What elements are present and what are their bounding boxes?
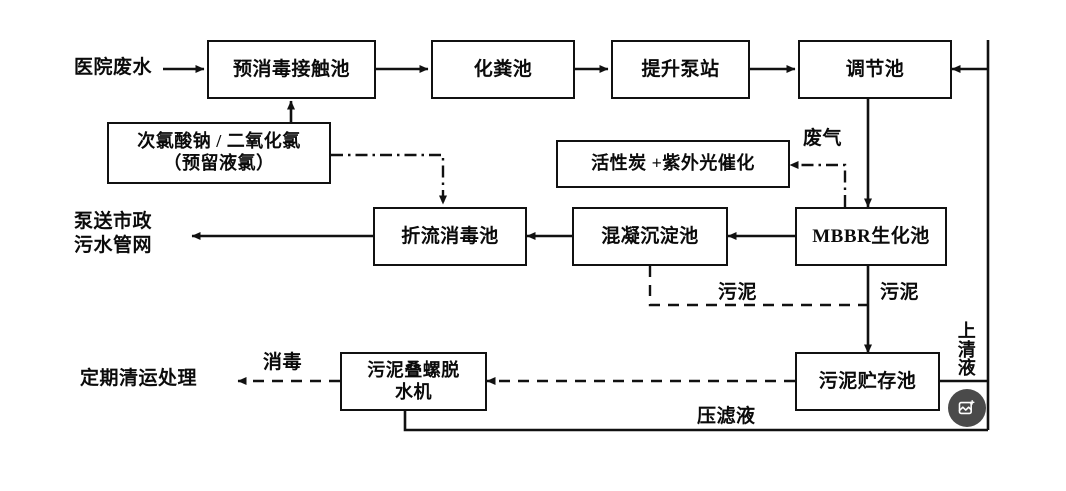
node-coagulation-sedimentation[interactable]: 混凝沉淀池: [572, 207, 728, 266]
edge-chemical-to-baffled: [331, 153, 447, 205]
edge-sludge-sedimentation-to-storage: [648, 266, 868, 307]
terminal-pump-to-municipal-sewer: 泵送市政 污水管网: [74, 211, 153, 256]
node-baffled-disinfection[interactable]: 折流消毒池: [373, 207, 527, 266]
image-plus-icon: [948, 389, 986, 427]
edge-label-sludge-sedimentation: 污泥: [718, 282, 758, 303]
node-mbbr-bioreactor[interactable]: MBBR生化池: [795, 207, 947, 266]
node-regulating-tank[interactable]: 调节池: [798, 40, 952, 99]
node-pre-disinfect-contact[interactable]: 预消毒接触池: [207, 40, 376, 99]
node-septic-tank[interactable]: 化粪池: [431, 40, 575, 99]
edge-label-sludge-mbbr: 污泥: [880, 282, 920, 303]
edge-label-waste-gas: 废气: [803, 128, 843, 149]
node-sludge-screw-press[interactable]: 污泥叠螺脱 水机: [340, 352, 487, 411]
edge-wastegas-to-carbon: [789, 161, 847, 207]
node-chemical-dosing[interactable]: 次氯酸钠 / 二氧化氯 （预留液氯）: [107, 122, 331, 184]
edge-label-supernatant: 上清液: [957, 321, 977, 379]
terminal-hospital-wastewater: 医院废水: [74, 57, 153, 78]
node-activated-carbon-uv[interactable]: 活性炭 +紫外光催化: [556, 140, 790, 188]
node-lift-pump-station[interactable]: 提升泵站: [611, 40, 750, 99]
terminal-periodic-removal: 定期清运处理: [80, 368, 198, 389]
node-sludge-storage-tank[interactable]: 污泥贮存池: [795, 352, 940, 411]
edge-label-disinfection: 消毒: [263, 352, 303, 373]
edge-label-filtrate: 压滤液: [697, 406, 756, 427]
